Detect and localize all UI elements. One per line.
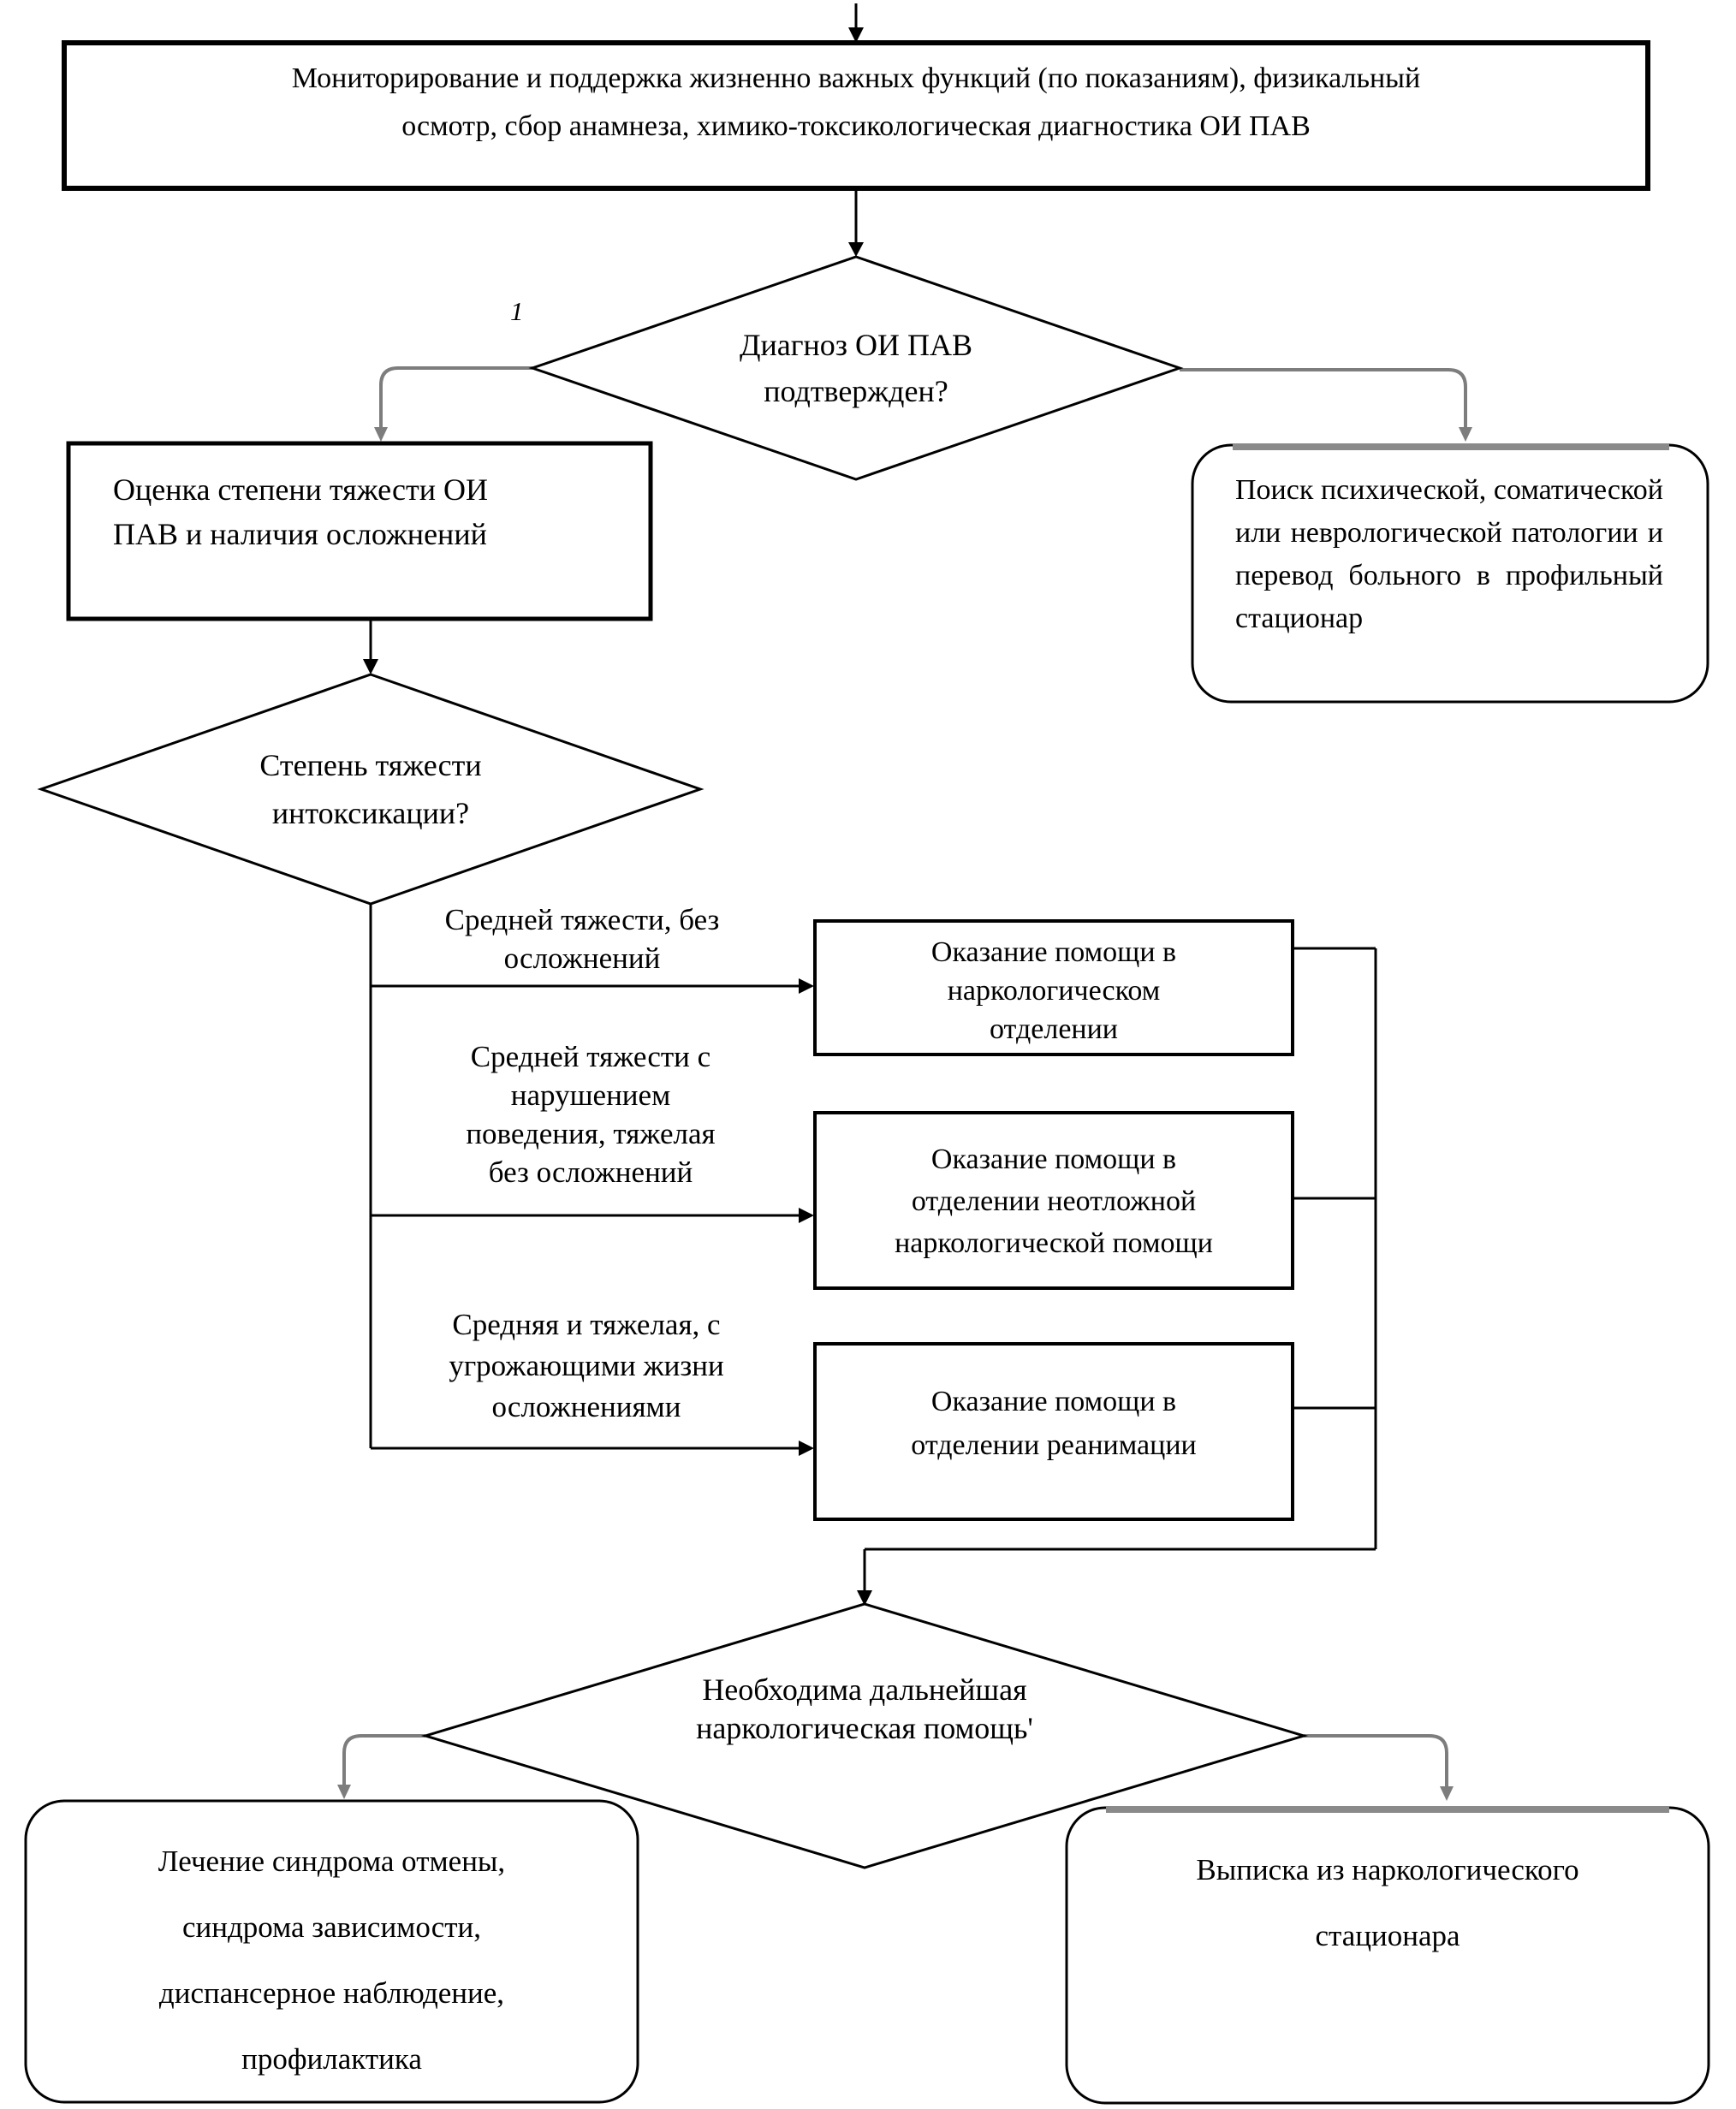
- connector-further-no: [1304, 1734, 1448, 1787]
- text-line: ПАВ и наличия осложнений: [113, 517, 487, 551]
- text-line: диспансерное наблюдение,: [158, 1976, 505, 2010]
- arrowhead-icon: [857, 1590, 872, 1606]
- discharge-text: Выписка из наркологического стационара: [1092, 1837, 1683, 1969]
- text-line: Диагноз ОИ ПАВ: [739, 328, 973, 362]
- narcology-department-text: Оказание помощи в наркологическом отделени…: [815, 933, 1293, 1049]
- branch-annotation-mark: 1: [510, 296, 524, 326]
- text-line: осложнений: [503, 942, 661, 975]
- text-line: Оказание помощи в: [930, 1144, 1177, 1175]
- text-line: Лечение синдрома отмены,: [158, 1845, 506, 1878]
- arrowhead-icon: [337, 1785, 351, 1799]
- text-line: Степень тяжести: [259, 748, 482, 782]
- text-line: без осложнений: [488, 1155, 693, 1189]
- text-line: осмотр, сбор анамнеза, химико-токсиколог…: [401, 110, 1311, 142]
- text-line: Выписка из наркологического: [1196, 1853, 1579, 1886]
- further-care-diamond-outline: [420, 1602, 1309, 1869]
- diagnosis-diamond-outline: [528, 255, 1184, 481]
- connector-diagnosis-no: [1180, 368, 1467, 428]
- text-line: нарушением: [510, 1078, 671, 1112]
- arrowhead-icon: [1459, 427, 1472, 442]
- severity-decision-text: Степень тяжести интоксикации?: [199, 741, 542, 837]
- withdrawal-treatment-text: Лечение синдрома отмены, синдрома зависим…: [51, 1828, 612, 2092]
- arrowhead-icon: [799, 978, 814, 994]
- emergency-department-box-outline: [813, 1111, 1294, 1290]
- withdrawal-treatment-terminator-outline: [24, 1799, 639, 2104]
- text-line: наркологическая помощь': [696, 1711, 1033, 1745]
- intensive-care-text: Оказание помощи в отделении реанимации: [815, 1380, 1293, 1467]
- text-line: осложнениями: [491, 1390, 681, 1423]
- arrowhead-icon: [1440, 1786, 1454, 1801]
- text-line: стационара: [1315, 1919, 1460, 1952]
- text-line: синдрома зависимости,: [181, 1910, 482, 1944]
- text-line: наркологическом: [947, 975, 1161, 1007]
- branch-label-moderate: Средней тяжести, без осложнений: [402, 900, 762, 977]
- arrowhead-icon: [374, 427, 388, 442]
- text-line: интоксикации?: [271, 796, 470, 830]
- narcology-department-box-outline: [813, 919, 1294, 1056]
- text-line: Мониторирование и поддержка жизненно важ…: [291, 62, 1421, 94]
- grey-arrowheads: [337, 427, 1472, 1801]
- text-line: отделении реанимации: [911, 1429, 1197, 1461]
- branch-label-severe: Средняя и тяжелая, с угрожающими жизни осл…: [394, 1304, 779, 1428]
- severity-assessment-text: Оценка степени тяжести ОИ ПАВ и наличия о…: [113, 467, 627, 556]
- connector-further-yes: [342, 1734, 425, 1785]
- text-line: Оценка степени тяжести ОИ: [113, 472, 488, 507]
- text-line: отделении неотложной: [911, 1185, 1197, 1217]
- arrowhead-icon: [848, 242, 864, 257]
- text-line: Оказание помощи в: [930, 936, 1177, 968]
- text-line: Необходима дальнейшая: [702, 1672, 1027, 1707]
- arrowhead-icon: [799, 1441, 814, 1456]
- text-line: поведения, тяжелая: [466, 1117, 716, 1150]
- text-line: Средней тяжести с: [470, 1040, 711, 1073]
- arrowheads: [363, 27, 872, 1606]
- text-line: подтвержден?: [764, 374, 948, 408]
- arrowhead-icon: [363, 659, 378, 674]
- text-line: отделении: [990, 1013, 1118, 1045]
- monitoring-box-text: Мониторирование и поддержка жизненно важ…: [77, 55, 1635, 151]
- intensive-care-box-outline: [813, 1342, 1294, 1521]
- text-line: Средней тяжести, без: [444, 903, 720, 936]
- arrowhead-icon: [799, 1208, 814, 1223]
- severity-decision-diamond-outline: [37, 673, 705, 906]
- further-care-decision-text: Необходима дальнейшая наркологическая пом…: [651, 1671, 1079, 1748]
- pathology-transfer-text: Поиск психической, соматической или невр…: [1235, 474, 1663, 634]
- arrowhead-icon: [848, 27, 864, 43]
- text-line: Оказание помощи в: [930, 1386, 1177, 1417]
- connector-lines: [369, 3, 1377, 1590]
- emergency-department-text: Оказание помощи в отделении неотложной нар…: [815, 1138, 1293, 1264]
- text-line: профилактика: [241, 2042, 422, 2076]
- grey-connector-lines: [342, 366, 1467, 1787]
- text-line: Средняя и тяжелая, с: [452, 1308, 721, 1341]
- monitoring-box-outline: [62, 40, 1650, 191]
- text-line: наркологической помощи: [895, 1227, 1213, 1259]
- severity-assessment-box-outline: [66, 441, 653, 621]
- diagnosis-decision-text: Диагноз ОИ ПАВ подтвержден?: [599, 322, 1113, 414]
- branch-label-moderate-behavior: Средней тяжести с нарушением поведения, тя…: [411, 1037, 770, 1191]
- text-line: угрожающими жизни: [449, 1349, 724, 1382]
- connector-diagnosis-yes: [379, 366, 532, 428]
